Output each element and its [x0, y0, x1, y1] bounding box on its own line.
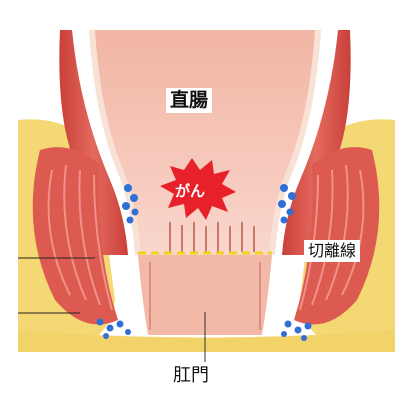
anus-label: 肛門 — [169, 365, 213, 387]
cancer-label: がん — [175, 184, 205, 199]
rectum-label: 直腸 — [166, 88, 212, 113]
cut-line-label: 切離線 — [304, 240, 360, 262]
